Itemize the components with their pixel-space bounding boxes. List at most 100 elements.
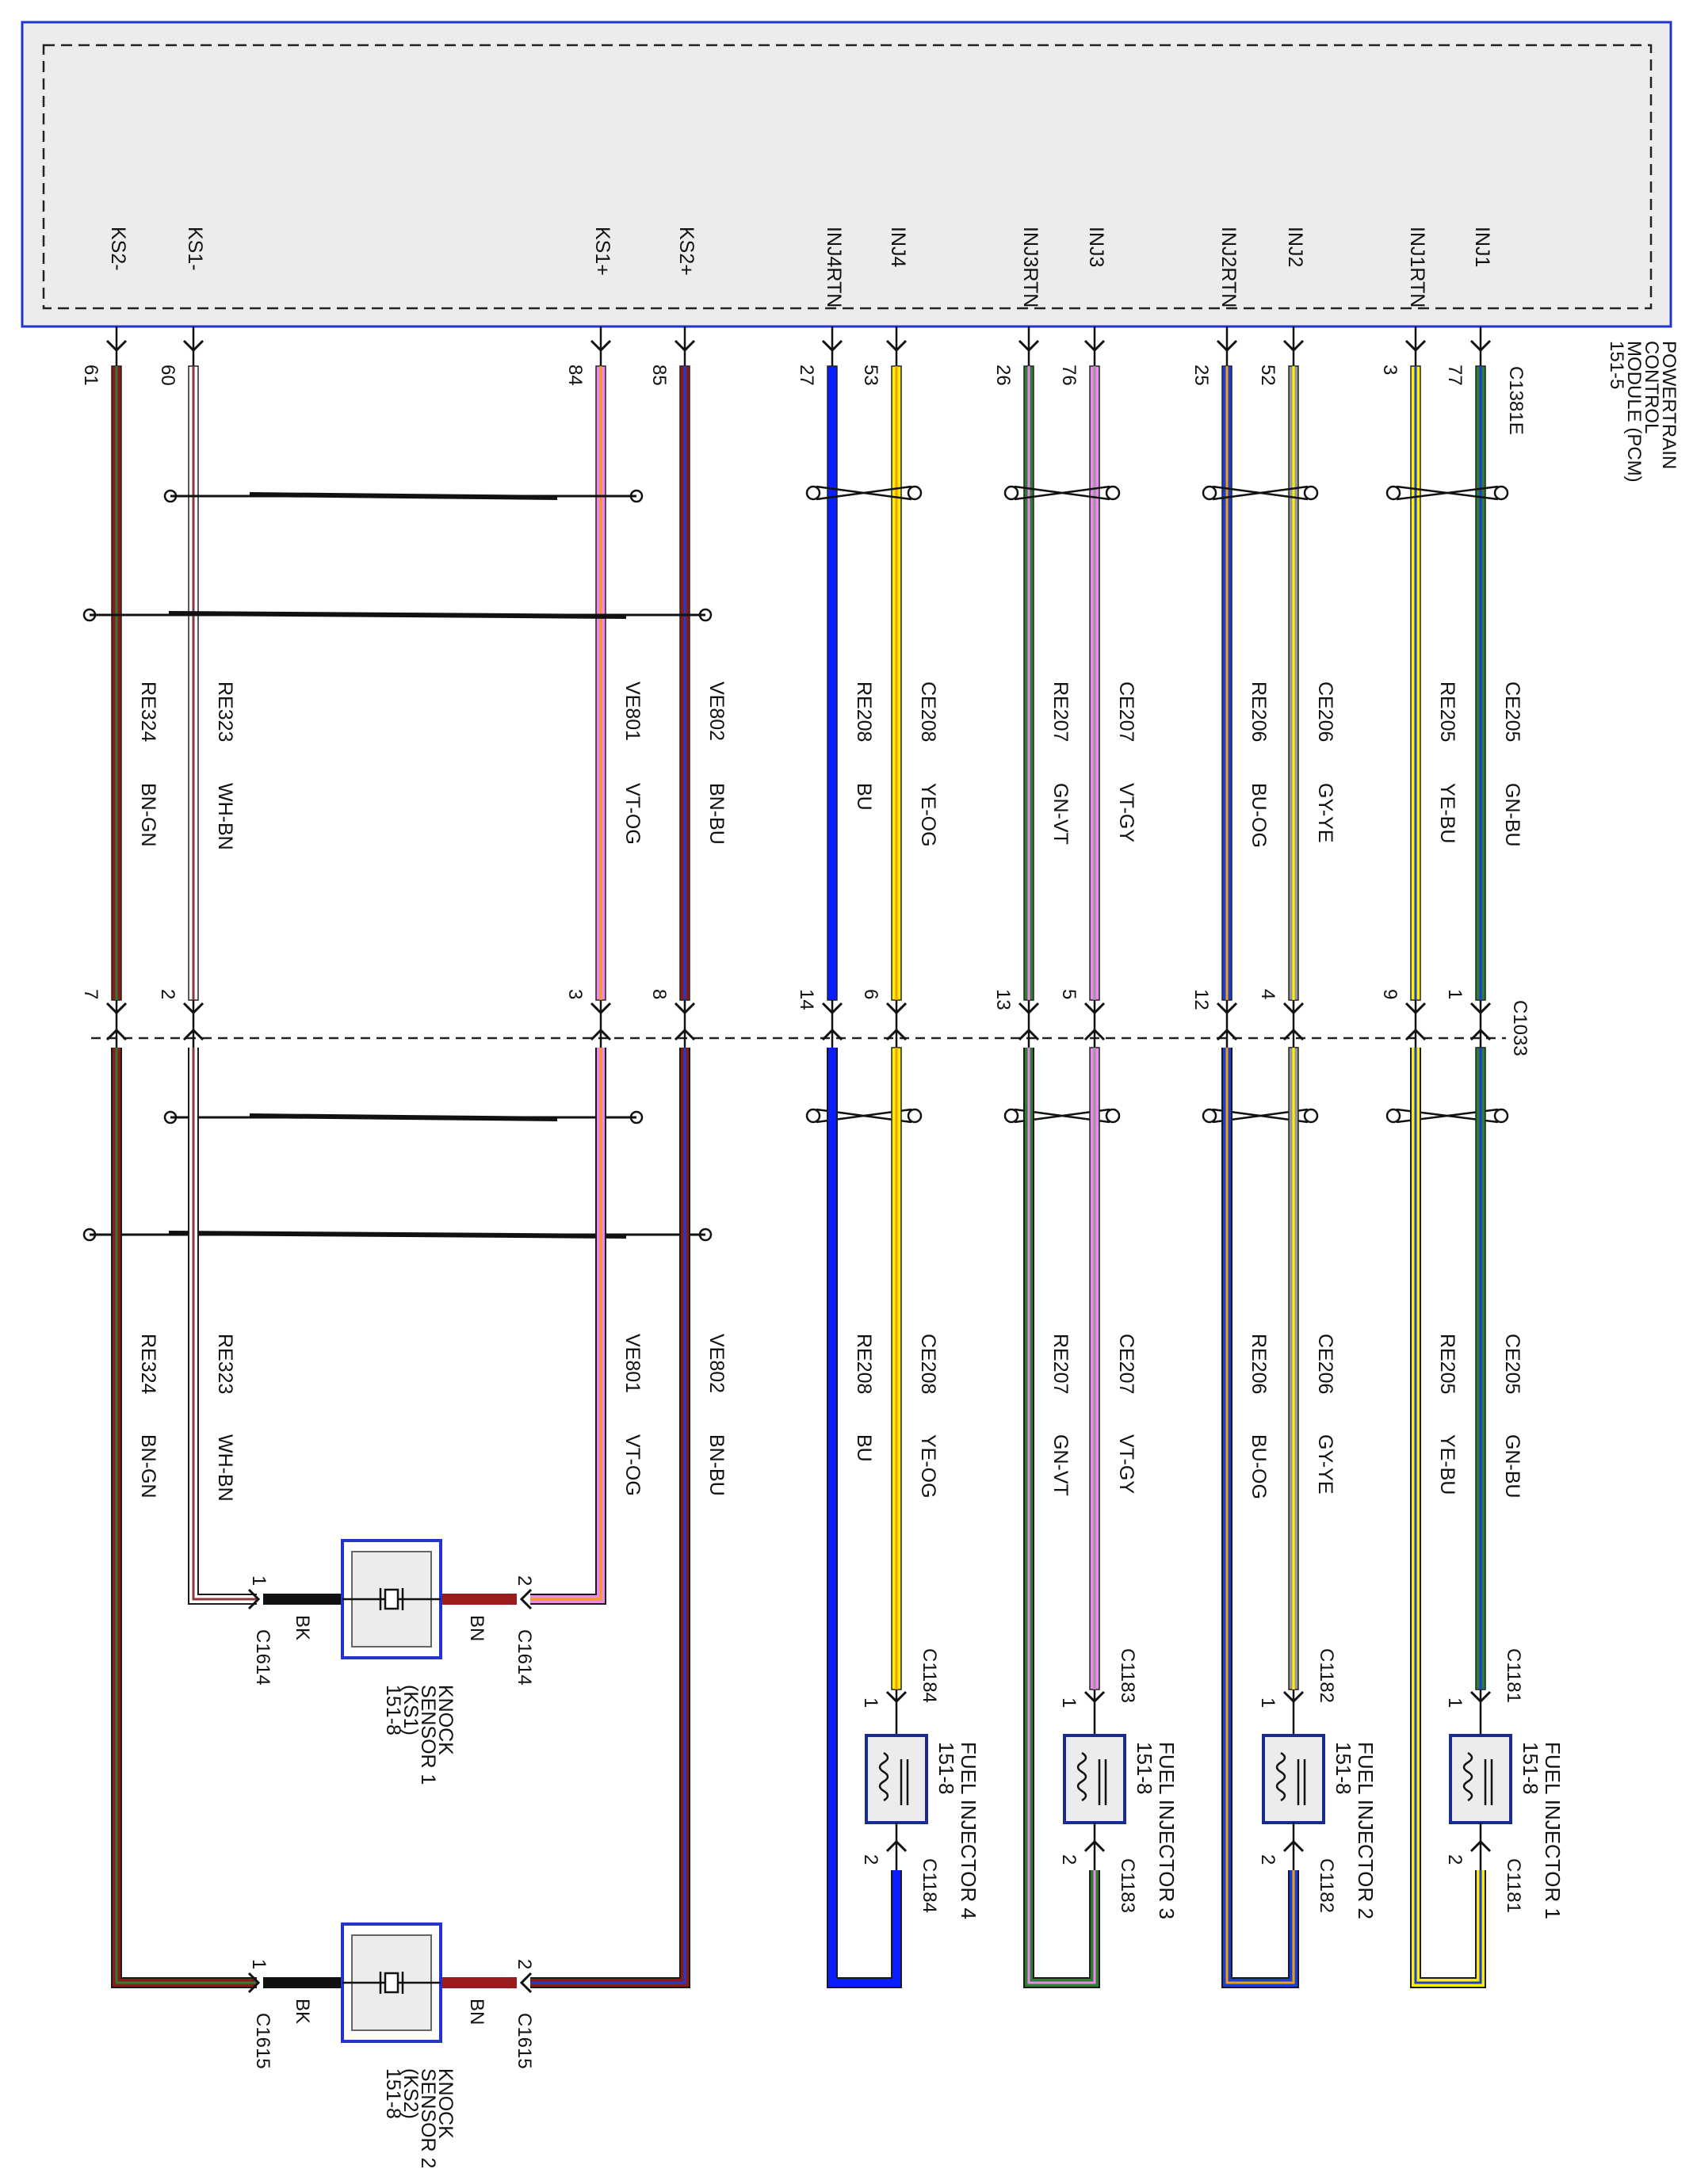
injector-name-line: 151-8 bbox=[1133, 1742, 1156, 1795]
injector-pin2-label: 2 bbox=[1058, 1854, 1080, 1865]
knock-sensor-name-line: KNOCK bbox=[434, 2068, 457, 2139]
wire-inj4rtn-top bbox=[827, 365, 838, 1001]
knock-pin2-chevron bbox=[519, 1588, 533, 1610]
inline-pin-number: 2 bbox=[157, 989, 178, 999]
twisted-pair-marker-end bbox=[1385, 1108, 1401, 1124]
wire-ks1+-to-sensor bbox=[530, 1048, 605, 1603]
wire-inj1rtn-loop-stripe bbox=[1414, 1048, 1482, 1984]
wire-ks2+-to-sensor-outline bbox=[530, 1048, 690, 1988]
pcm-pin-number: 3 bbox=[1379, 365, 1401, 375]
knock-pin2-label: 2 bbox=[514, 1959, 535, 1969]
twisted-pair-marker bbox=[1014, 485, 1110, 501]
inline-pin-chevron-top bbox=[674, 1002, 696, 1015]
inline-pin-chevron-top bbox=[105, 1002, 128, 1015]
knock-connector-left: C1615 bbox=[252, 2013, 273, 2069]
circuit-id-top: VE802 bbox=[705, 682, 728, 741]
wire-ks1+-to-sensor-stripe bbox=[530, 1048, 602, 1601]
wire-inj4rtn-loop bbox=[828, 1048, 900, 1987]
color-code-top: BU-OG bbox=[1248, 783, 1270, 848]
twisted-pair-ks1-end bbox=[163, 489, 178, 503]
inline-pin-number: 13 bbox=[992, 989, 1014, 1010]
inline-pin-number: 8 bbox=[648, 989, 670, 999]
pcm-module-box bbox=[21, 21, 1672, 328]
twisted-pair-marker-end bbox=[805, 485, 821, 501]
crystal-icon bbox=[384, 1972, 399, 1994]
pcm-pin-label: KS2+ bbox=[675, 227, 697, 276]
inline-pin-chevron-top bbox=[1282, 1002, 1305, 1015]
color-code-top: YE-BU bbox=[1436, 783, 1458, 843]
knock-sensor-name-line: 151-8 bbox=[382, 2068, 404, 2119]
pcm-pin-label: KS1+ bbox=[591, 227, 613, 276]
pcm-pin-number: 60 bbox=[157, 365, 178, 386]
pcm-inner-dashed-box bbox=[42, 44, 1653, 310]
inline-pin-number: 6 bbox=[860, 989, 881, 999]
wire-stripe bbox=[683, 366, 686, 1000]
inline-pin-chevron-top bbox=[1216, 1002, 1238, 1015]
twisted-pair-marker-end bbox=[1303, 485, 1319, 501]
coil-icon bbox=[1462, 1751, 1473, 1802]
pcm-pin-number: 84 bbox=[564, 365, 586, 386]
knock-connector-left: C1614 bbox=[252, 1629, 273, 1686]
pcm-pin-number: 27 bbox=[796, 365, 817, 386]
injector-pin2-chevron bbox=[1282, 1839, 1305, 1853]
injector-pin1-label: 1 bbox=[1257, 1697, 1278, 1708]
wire-stripe bbox=[115, 366, 118, 1000]
circuit-id-top: CE205 bbox=[1501, 682, 1523, 742]
pcm-pin-chevron bbox=[182, 339, 204, 353]
color-code-bottom: YE-BU bbox=[1436, 1434, 1458, 1495]
injector-connector-bottom: C1181 bbox=[1503, 1858, 1524, 1913]
injector-connector-bottom: C1183 bbox=[1117, 1858, 1138, 1913]
pcm-pin-label: INJ3RTN bbox=[1019, 227, 1041, 307]
crystal-icon bbox=[384, 1588, 399, 1610]
wire-stripe bbox=[1225, 366, 1229, 1000]
color-code-bottom: YE-OG bbox=[917, 1434, 939, 1499]
wire-inj4rtn-loop-outline bbox=[827, 1048, 902, 1988]
pcm-pin-chevron bbox=[885, 339, 908, 353]
inline-pin-chevron-bottom bbox=[182, 1028, 204, 1041]
circuit-id-bottom: VE802 bbox=[705, 1334, 728, 1393]
injector-connector-top: C1184 bbox=[919, 1648, 940, 1703]
knock-sensor-name-line: SENSOR 2 bbox=[417, 2068, 439, 2168]
injector-connector-bottom: C1184 bbox=[919, 1858, 940, 1913]
wire-stripe bbox=[1093, 1048, 1096, 1690]
circuit-id-bottom: RE207 bbox=[1049, 1334, 1072, 1394]
inline-pin-number: 7 bbox=[80, 989, 101, 999]
knock-left-color: BK bbox=[292, 1615, 313, 1640]
circuit-id-top: RE324 bbox=[137, 682, 159, 743]
inline-pin-chevron-bottom bbox=[1083, 1028, 1106, 1041]
inline-pin-chevron-bottom bbox=[1469, 1028, 1492, 1041]
twisted-pair-marker bbox=[1396, 485, 1499, 501]
twisted-pair-ks1-twist bbox=[249, 492, 558, 500]
twisted-pair-marker-end bbox=[1105, 485, 1121, 501]
twisted-pair-marker bbox=[1212, 485, 1309, 501]
pcm-pin-chevron bbox=[674, 339, 696, 353]
pcm-pin-label: INJ4 bbox=[887, 227, 909, 268]
twisted-pair-marker-end bbox=[1303, 1108, 1319, 1124]
pcm-name-line: MODULE (PCM) bbox=[1623, 341, 1645, 483]
fuel-injector-box bbox=[1449, 1734, 1512, 1824]
injector-name-line: FUEL INJECTOR 1 bbox=[1541, 1742, 1565, 1919]
color-code-bottom: BN-BU bbox=[705, 1434, 728, 1496]
injector-name-line: 151-8 bbox=[1519, 1742, 1542, 1795]
pcm-pin-label: INJ1 bbox=[1471, 227, 1493, 267]
circuit-id-top: RE205 bbox=[1436, 682, 1458, 742]
wire-inj2rtn-loop-stripe bbox=[1225, 1048, 1295, 1984]
injector-name-line: FUEL INJECTOR 2 bbox=[1354, 1742, 1378, 1919]
color-code-top: GY-YE bbox=[1314, 783, 1336, 843]
pcm-pin-chevron bbox=[1216, 339, 1238, 353]
inline-pin-chevron-bottom bbox=[590, 1028, 612, 1041]
inline-pin-chevron-top bbox=[1469, 1002, 1492, 1015]
twisted-pair-marker-end bbox=[1003, 485, 1019, 501]
twisted-pair-ks1-end bbox=[629, 1110, 644, 1124]
pcm-pin-label: INJ3 bbox=[1085, 227, 1107, 267]
inline-pin-chevron-bottom bbox=[885, 1028, 908, 1041]
injector-pin2-label: 2 bbox=[1444, 1854, 1466, 1865]
pcm-name-line: POWERTRAIN bbox=[1658, 341, 1680, 469]
pcm-pin-number: 61 bbox=[80, 365, 101, 386]
twisted-pair-marker bbox=[816, 485, 912, 501]
twisted-pair-marker-end bbox=[1202, 485, 1217, 501]
pcm-pin-label: INJ4RTN bbox=[823, 227, 845, 307]
pcm-pin-chevron bbox=[1469, 339, 1492, 353]
inline-pin-number: 12 bbox=[1190, 989, 1212, 1010]
pcm-pin-number: 77 bbox=[1444, 365, 1466, 386]
